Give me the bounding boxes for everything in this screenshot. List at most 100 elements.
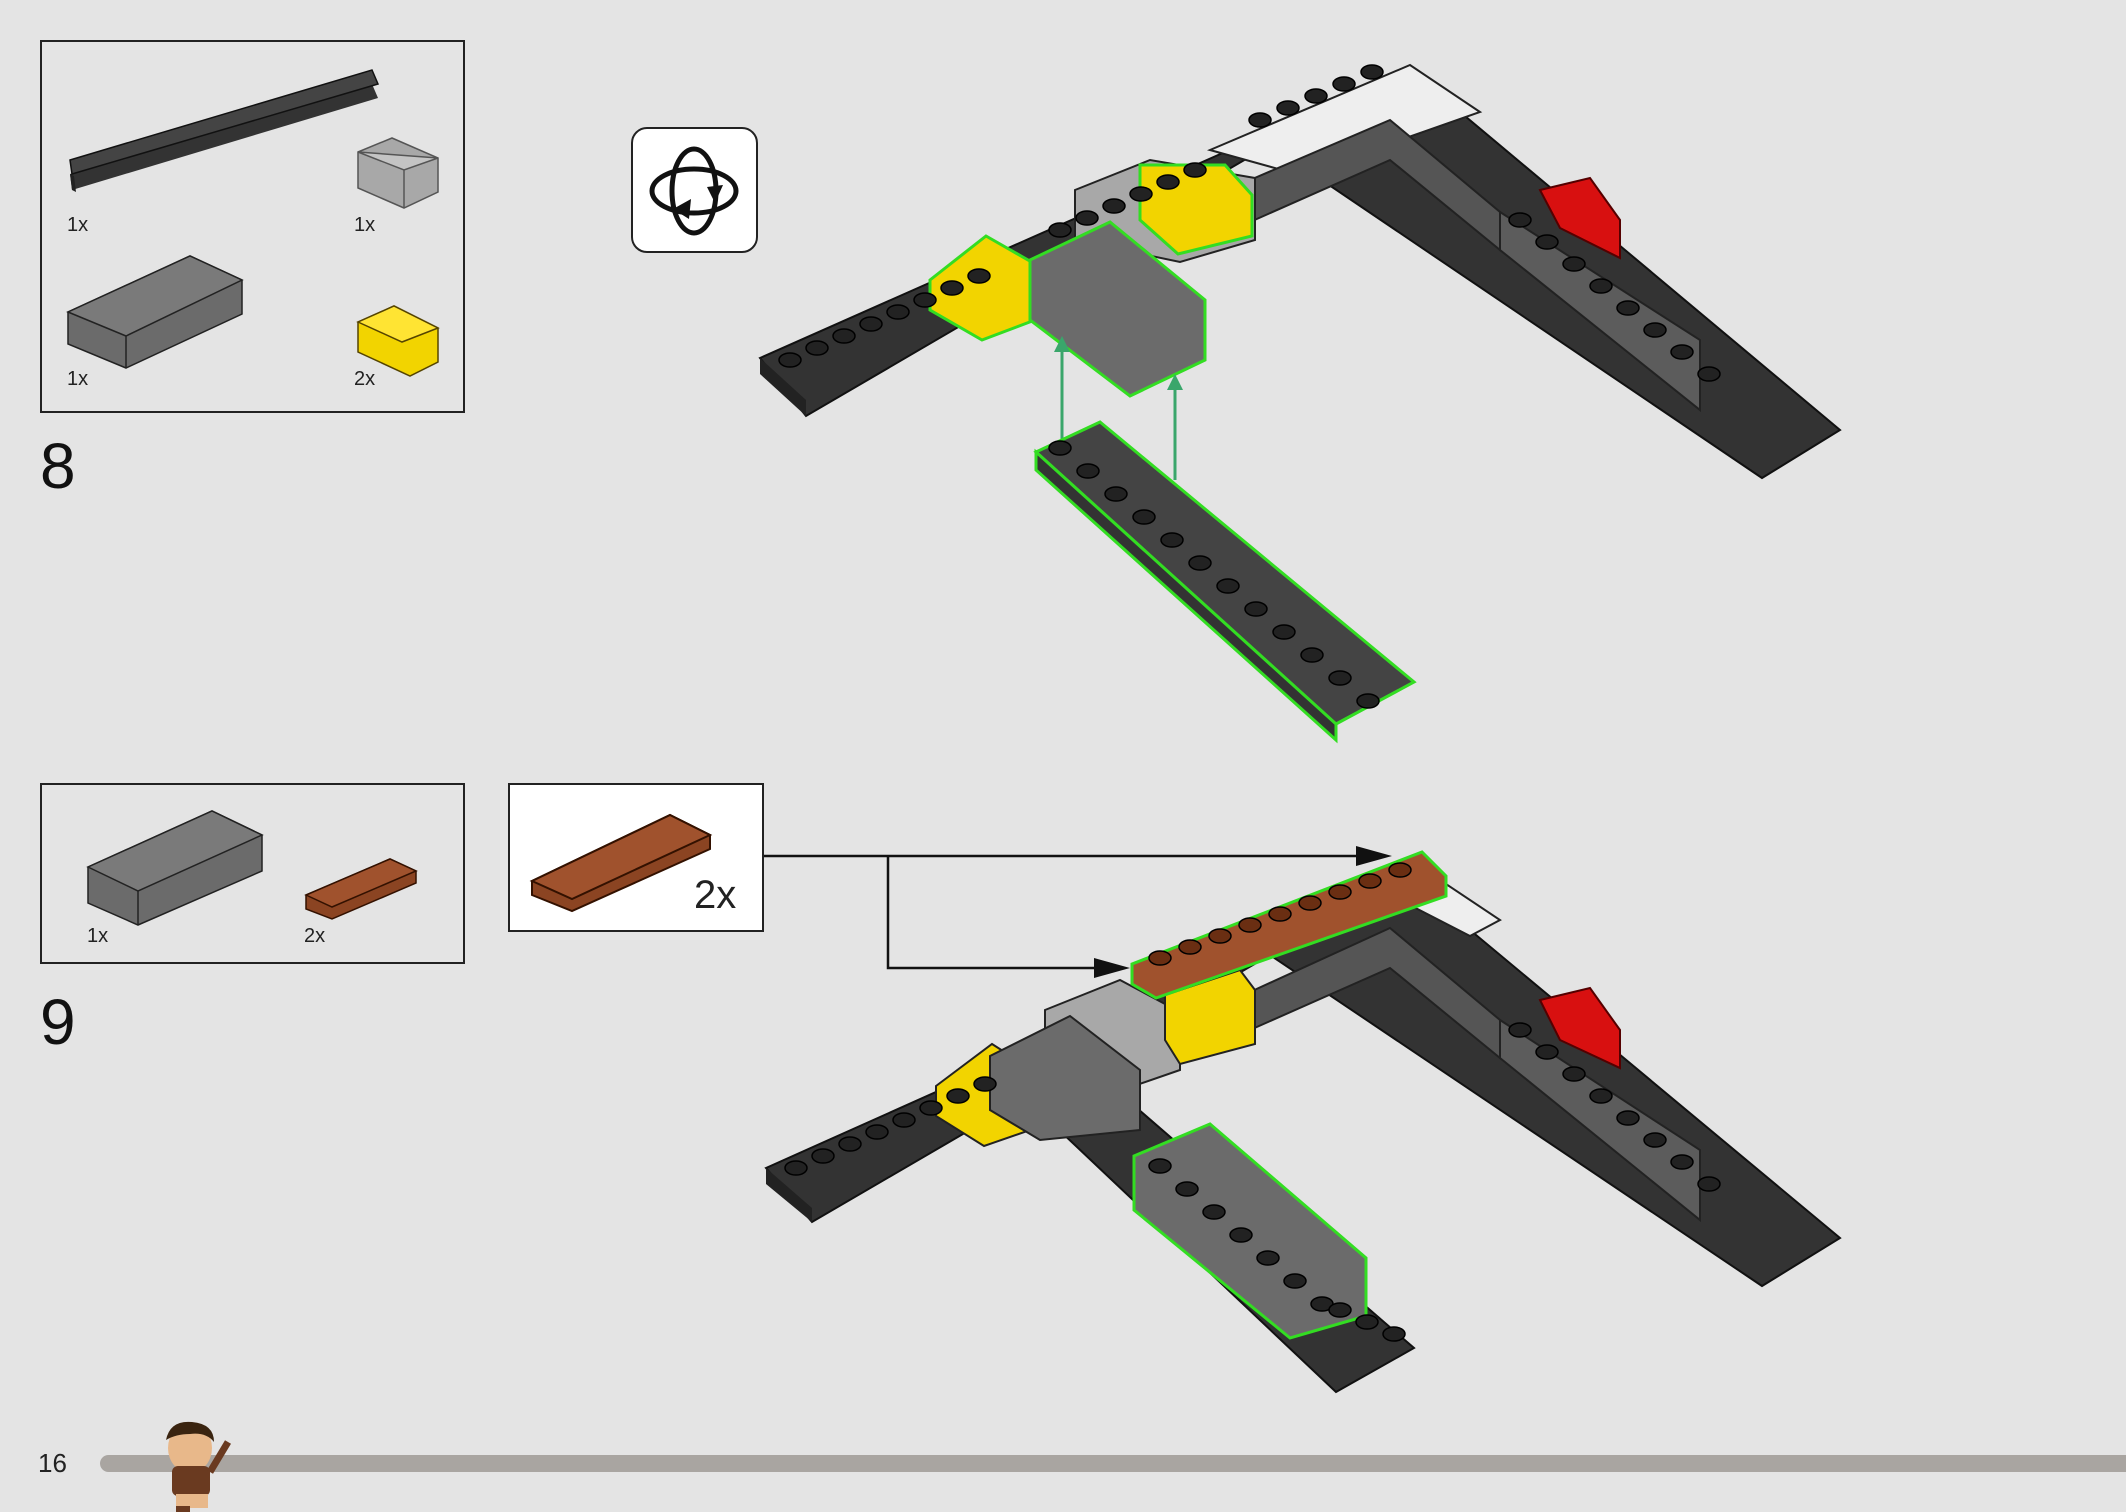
stud <box>940 280 964 296</box>
stud <box>1148 1158 1172 1174</box>
stud <box>1183 162 1207 178</box>
stud <box>1616 1110 1640 1126</box>
stud <box>1283 1273 1307 1289</box>
part-qty: 1x <box>354 214 376 236</box>
stud <box>1332 76 1356 92</box>
stud <box>1160 532 1184 548</box>
stud <box>1076 463 1100 479</box>
part-qty: 2x <box>304 925 326 947</box>
stud <box>1075 210 1099 226</box>
stud <box>1148 950 1172 966</box>
stud <box>1104 486 1128 502</box>
page-progress-track <box>100 1455 2126 1472</box>
stud-group <box>778 64 1721 709</box>
step8-number: 8 <box>40 430 76 502</box>
stud <box>1388 862 1412 878</box>
stud <box>832 328 856 344</box>
stud <box>973 1076 997 1092</box>
brown-plate-part <box>304 858 418 920</box>
dark-gray-brick-part <box>86 810 264 926</box>
stud <box>1300 647 1324 663</box>
stud <box>1048 440 1072 456</box>
stud <box>778 352 802 368</box>
stud <box>1129 186 1153 202</box>
stud <box>1697 366 1721 382</box>
step9-callout-box: 2x <box>508 783 764 932</box>
stud <box>1616 300 1640 316</box>
stud <box>1328 884 1352 900</box>
light-gray-brick-part <box>357 137 439 209</box>
stud <box>1256 1250 1280 1266</box>
stud <box>946 1088 970 1104</box>
step9-parts-illustration <box>86 810 418 926</box>
stud <box>1268 906 1292 922</box>
stud <box>784 1160 808 1176</box>
stud <box>1589 1088 1613 1104</box>
part-qty: 1x <box>67 214 89 236</box>
stud <box>811 1148 835 1164</box>
stud <box>1356 693 1380 709</box>
stud <box>1244 601 1268 617</box>
stud <box>838 1136 862 1152</box>
stud <box>1156 174 1180 190</box>
stud <box>1304 88 1328 104</box>
stud <box>892 1112 916 1128</box>
step8-parts-illustration <box>66 69 440 377</box>
stud <box>1670 344 1694 360</box>
stud <box>1202 1204 1226 1220</box>
dark-plate-part <box>69 69 380 192</box>
stud <box>1535 234 1559 250</box>
callout-qty: 2x <box>694 873 737 917</box>
stud <box>1697 1176 1721 1192</box>
brown-plate-callout <box>529 813 713 913</box>
stud <box>967 268 991 284</box>
stud <box>1272 624 1296 640</box>
stud <box>1328 670 1352 686</box>
stud <box>859 316 883 332</box>
stud <box>1535 1044 1559 1060</box>
stud <box>865 1124 889 1140</box>
stud <box>1508 212 1532 228</box>
stud <box>1102 198 1126 214</box>
step9-parts-box: 1x 2x <box>40 783 465 964</box>
page-number: 16 <box>38 1448 67 1478</box>
stud <box>1360 64 1384 80</box>
stud <box>919 1100 943 1116</box>
stud <box>1562 256 1586 272</box>
stud <box>805 340 829 356</box>
part-qty: 1x <box>87 925 109 947</box>
stud <box>1216 578 1240 594</box>
step8-parts-box: 1x 1x 1x 2x <box>40 40 465 413</box>
stud <box>1328 1302 1352 1318</box>
stud-group <box>784 862 1721 1342</box>
stud <box>1238 917 1262 933</box>
yellow-brick-part <box>356 305 440 377</box>
stud <box>1229 1227 1253 1243</box>
stud <box>1310 1296 1334 1312</box>
stud <box>913 292 937 308</box>
stud <box>886 304 910 320</box>
stud <box>1276 100 1300 116</box>
stud <box>1562 1066 1586 1082</box>
stud <box>1382 1326 1406 1342</box>
stud <box>1589 278 1613 294</box>
stud <box>1508 1022 1532 1038</box>
stud <box>1132 509 1156 525</box>
stud <box>1048 222 1072 238</box>
step9-number: 9 <box>40 986 76 1058</box>
stud <box>1298 895 1322 911</box>
rotate-arrows-icon <box>649 146 739 236</box>
stud <box>1643 322 1667 338</box>
stud <box>1670 1154 1694 1170</box>
part-qty: 2x <box>354 368 376 390</box>
stud <box>1358 873 1382 889</box>
part-qty: 1x <box>67 368 89 390</box>
dark-gray-brick-part <box>66 255 244 369</box>
stud <box>1248 112 1272 128</box>
stud <box>1178 939 1202 955</box>
stud <box>1355 1314 1379 1330</box>
rotate-model-icon <box>631 127 758 253</box>
stud <box>1643 1132 1667 1148</box>
stud <box>1208 928 1232 944</box>
stud <box>1175 1181 1199 1197</box>
